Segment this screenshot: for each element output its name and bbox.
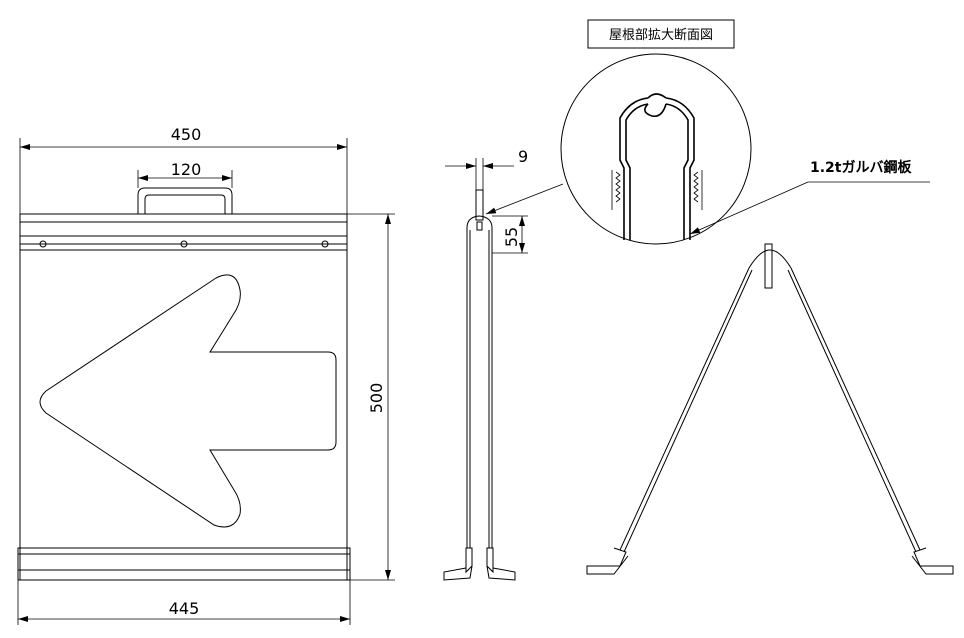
left-arrow-graphic (39, 274, 337, 528)
front-view: 450 120 445 500 (17, 125, 395, 625)
sign-board (19, 213, 348, 581)
dimension-side-top: 55 (492, 215, 528, 254)
dimension-handle-width: 120 (137, 160, 233, 188)
dimension-top-width: 450 (19, 125, 348, 214)
roof-detail-view: 屋根部拡大断面図 1.2tガルバ鋼板 (560, 19, 930, 245)
dimension-height: 500 (347, 213, 395, 581)
material-label: 1.2tガルバ鋼板 (810, 159, 912, 176)
handle (137, 187, 233, 214)
dimension-side-top-label: 55 (502, 227, 521, 247)
detail-title-box (587, 19, 735, 49)
material-leader (689, 181, 809, 235)
side-view: 9 55 (443, 147, 564, 581)
dimension-top-width-label: 450 (171, 125, 202, 144)
open-stand-view (586, 243, 954, 575)
dimension-bottom-width: 445 (17, 580, 351, 625)
detail-title: 屋根部拡大断面図 (609, 28, 713, 43)
rivet (321, 240, 329, 248)
dimension-side-thickness: 9 (445, 147, 528, 190)
rivet (39, 240, 47, 248)
top-rail (20, 221, 347, 251)
dimension-handle-width-label: 120 (171, 160, 202, 179)
detail-circle (560, 53, 752, 245)
detail-leader (485, 183, 564, 215)
dimension-bottom-width-label: 445 (169, 599, 200, 618)
dimension-height-label: 500 (367, 383, 386, 414)
bottom-rail (17, 547, 351, 581)
rivet (180, 240, 188, 248)
dimension-side-thickness-label: 9 (518, 147, 528, 166)
